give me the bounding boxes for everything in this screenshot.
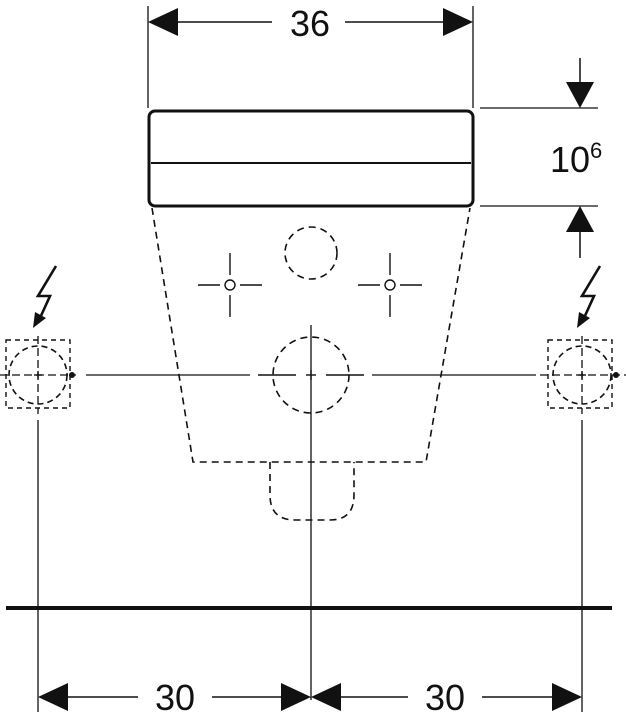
bottom-right-dimension: 30 xyxy=(311,677,582,718)
reference-lines xyxy=(37,325,583,712)
fixing-point-right xyxy=(358,253,422,317)
bottom-right-label: 30 xyxy=(425,677,465,718)
top-width-dimension: 36 xyxy=(147,3,474,108)
height-label-base: 10 xyxy=(550,139,590,180)
lightning-icon xyxy=(577,265,602,328)
flush-pipe-circle xyxy=(284,226,338,280)
height-dimension: 106 xyxy=(480,58,602,258)
cistern-cover xyxy=(147,109,475,208)
right-socket xyxy=(540,336,626,414)
fixing-point-left xyxy=(198,253,262,317)
bottom-left-dimension: 30 xyxy=(38,677,311,718)
top-width-label: 36 xyxy=(290,3,330,44)
left-socket xyxy=(0,336,76,414)
height-label-superscript: 6 xyxy=(590,138,602,163)
lightning-icon xyxy=(33,265,58,328)
height-label: 106 xyxy=(550,138,602,180)
bottom-left-label: 30 xyxy=(155,677,195,718)
